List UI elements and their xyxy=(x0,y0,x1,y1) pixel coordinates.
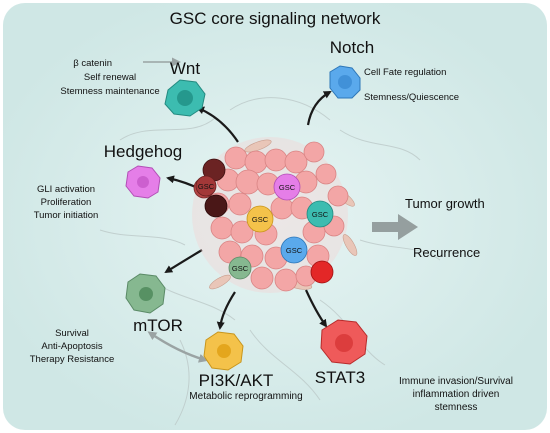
gsc-cells: GSC GSC GSC GSC GSC GSC xyxy=(195,173,334,284)
arrow-to-notch xyxy=(306,91,332,126)
hedgehog-note-3: Tumor initiation xyxy=(34,210,99,221)
arrow-to-pi3k xyxy=(216,291,236,330)
hedgehog-note-2: Proliferation xyxy=(41,197,92,208)
tumor-cells xyxy=(206,141,349,292)
arrow-to-wnt xyxy=(196,106,239,143)
gsc-label-1: GSC xyxy=(198,182,215,191)
notch-note-1: Cell Fate regulation xyxy=(364,67,446,78)
stat3-title: STAT3 xyxy=(315,368,365,387)
mtor-pi3k-crosstalk-arrow xyxy=(147,331,208,363)
wnt-title: Wnt xyxy=(170,59,201,78)
background-vessels xyxy=(99,97,441,426)
outcome-tumor-growth: Tumor growth xyxy=(405,196,485,211)
pi3k-title: PI3K/AKT xyxy=(199,371,274,390)
mtor-group: mTOR Survival Anti-Apoptosis Therapy Res… xyxy=(30,273,183,365)
stat3-note-2: inflammation driven xyxy=(413,389,500,400)
tumor-mass: GSC GSC GSC GSC GSC GSC xyxy=(192,137,358,293)
wnt-group: Wnt β catenin Self renewal Stemness main… xyxy=(60,58,206,117)
gsc-label-2: GSC xyxy=(279,183,296,192)
hedgehog-note-1: GLI activation xyxy=(37,184,95,195)
stat3-note-1: Immune invasion/Survival xyxy=(399,376,513,387)
tumor-growth-arrow xyxy=(372,214,418,240)
gsc-label-3: GSC xyxy=(252,215,269,224)
gsc-label-5: GSC xyxy=(286,246,303,255)
pi3k-group: PI3K/AKT Metabolic reprogramming xyxy=(189,331,303,402)
outcome-recurrence: Recurrence xyxy=(413,245,480,260)
wnt-note-1: β catenin xyxy=(73,58,112,69)
arrow-to-mtor xyxy=(164,249,203,274)
stat3-note-3: stemness xyxy=(435,402,478,413)
notch-title: Notch xyxy=(330,38,374,57)
wnt-note-2: Self renewal xyxy=(84,72,136,83)
notch-note-2: Stemness/Quiescence xyxy=(364,92,459,103)
pathway-arrows xyxy=(164,91,332,330)
diagram-title: GSC core signaling network xyxy=(170,9,381,28)
notch-group: Notch Cell Fate regulation Stemness/Quie… xyxy=(329,38,459,103)
arrow-to-stat3 xyxy=(304,289,328,328)
gsc-label-4: GSC xyxy=(312,210,329,219)
stat3-group: STAT3 Immune invasion/Survival inflammat… xyxy=(315,319,513,413)
mtor-note-2: Anti-Apoptosis xyxy=(41,341,103,352)
mtor-title: mTOR xyxy=(133,316,183,335)
mtor-note-1: Survival xyxy=(55,328,89,339)
hedgehog-group: Hedgehog GLI activation Proliferation Tu… xyxy=(34,142,183,221)
wnt-note-3: Stemness maintenance xyxy=(60,86,159,97)
gsc-label-6: GSC xyxy=(232,264,249,273)
pi3k-note-1: Metabolic reprogramming xyxy=(189,391,302,402)
mtor-note-3: Therapy Resistance xyxy=(30,354,114,365)
hedgehog-title: Hedgehog xyxy=(104,142,182,161)
